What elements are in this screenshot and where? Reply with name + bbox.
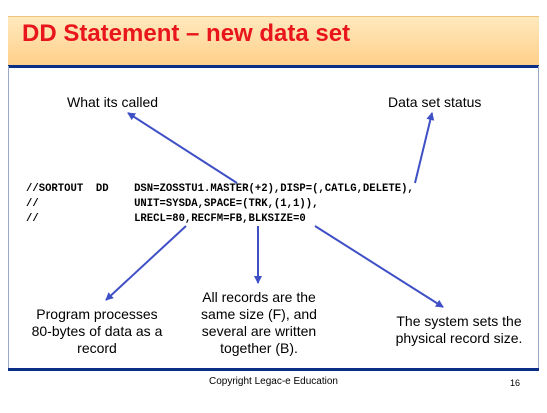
callout-system: The system sets the physical record size… — [395, 313, 523, 346]
callout-records: All records are the same size (F), and s… — [201, 289, 317, 356]
arrow-to-system — [314, 225, 444, 308]
left-border — [8, 66, 9, 369]
title-rule — [8, 65, 539, 68]
callout-what-called: What its called — [67, 94, 159, 110]
footer-rule — [8, 368, 539, 371]
code-line-3: // LRECL=80,RECFM=FB,BLKSIZE=0 — [26, 213, 306, 225]
code-line-2: // UNIT=SYSDA,SPACE=(TRK,(1,1)), — [26, 198, 319, 210]
title-band — [8, 16, 539, 65]
arrow-to-status — [414, 112, 435, 184]
right-border — [538, 66, 539, 369]
page-number: 16 — [510, 378, 521, 388]
callout-program: Program processes 80-bytes of data as a … — [31, 306, 163, 356]
slide-title: DD Statement – new data set — [22, 20, 351, 47]
code-line-1: //SORTOUT DD DSN=ZOSSTU1.MASTER(+2),DISP… — [26, 183, 414, 195]
arrow-to-program — [105, 225, 187, 301]
copyright-text: Copyright Legac-e Education — [209, 376, 338, 387]
arrow-to-what-called — [127, 112, 238, 184]
callout-status: Data set status — [388, 94, 482, 110]
